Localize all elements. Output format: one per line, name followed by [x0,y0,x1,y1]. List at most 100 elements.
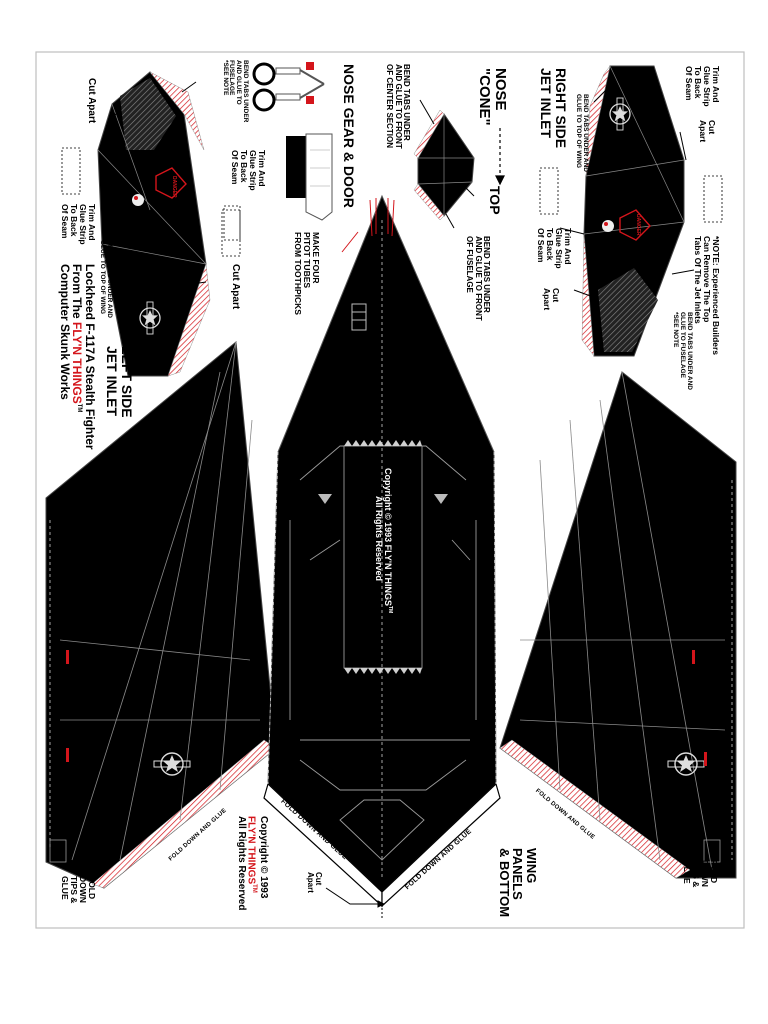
left-jet-inlet-piece [97,71,211,377]
nose-cone-heading-2: "CONE" [476,68,494,126]
right-inlet-heading-2: JET INLET [538,68,555,139]
right-inlet-tab-outlines [539,167,723,223]
bend-tabs-nose-fuselage: BEND TABS UNDER AND GLUE TO FRONT OF FUS… [465,236,491,321]
left-wing-panel [45,341,277,889]
wing-panels-heading-2: PANELS [510,848,526,900]
brand-name: FLY'N THINGS [70,322,85,404]
ltrimb-line-3: To Back [69,204,80,237]
left-bend-tabs-fuselage: BEND TABS UNDER AND GLUE TO FUSELAGE *SE… [221,60,249,123]
bottom-copyright: Copyright © 1993 FLY'N THINGSTM All Righ… [235,816,269,911]
bend-center-line-1: BEND TABS UNDER [402,64,411,141]
wing-red-markings [66,650,707,766]
right-trim-glue-note-top: Trim And Glue Strip To Back Of Seam [684,66,721,107]
ltrimb-line-1: Trim And [87,204,97,241]
left-trim-glue-note-top: Trim And Glue Strip To Back Of Seam [230,150,267,191]
experienced-builders-note: *NOTE: Experienced Builders Can Remove T… [693,236,721,356]
note-line-1: *NOTE: Experienced Builders [711,236,721,356]
right-trim-glue-note-mid: Trim And Glue Strip To Back Of Seam [536,228,573,269]
right-cut-apart-mid: Cut Apart [542,288,561,311]
left-side-jet-inlet-heading: LEFT SIDE JET INLET [104,346,135,418]
left-cut-apart-bottom: Cut Apart [230,264,241,310]
intake-vent-triangles [318,494,448,504]
wing-panels-heading-1: WING [524,848,539,884]
ltrim-line-1: Trim And [257,150,267,187]
center-copyright-tm: TM [387,605,393,614]
left-inlet-tab-outlines [61,147,241,257]
bottom-copyright-line1: Copyright © 1993 [258,816,269,899]
nose-cone-piece [413,109,475,221]
wing-panel-lines [59,341,726,871]
bcut-line-2: Apart [305,872,315,893]
right-fold-down-tips: FOLD DOWN TIPS & GLUE [682,860,719,888]
ltrim-line-2: Glue Strip [248,150,259,191]
right-cut-apart-top: Cut Apart [698,120,717,143]
bend-tabs-center-section: BEND TABS UNDER AND GLUE TO FRONT OF CEN… [385,64,411,149]
rfold-line-3: TIPS & [691,860,702,888]
bend-fuselage-line-1: BEND TABS UNDER AND [686,312,693,390]
trim-line-3: To Back [693,66,704,99]
pitot-line-1: MAKE FOUR [311,232,321,284]
note-line-3: Tabs Of The Jet Inlets [693,236,704,324]
left-danger-label: DANGER [171,176,177,198]
lbend-line-3: FUSELAGE [228,60,236,96]
bend-nose-line-2: AND GLUE TO FRONT [473,236,483,321]
bottom-copyright-tm: TM [251,884,258,893]
left-inlet-heading-1: LEFT SIDE [119,346,135,418]
pitot-line-2: PITOT TUBES [302,232,313,289]
top-label: TOP [487,186,503,215]
bottom-copyright-brand: FLY'N THINGS [246,816,258,885]
lbend-line-1: BEND TABS UNDER [242,60,249,123]
lbendw-line-2: GLUE TO TOP OF WING [99,240,107,315]
right-bend-tabs-fuselage: BEND TABS UNDER AND GLUE TO FUSELAGE *SE… [672,312,693,390]
rfold-line-2: DOWN [700,860,711,887]
right-inlet-heading-1: RIGHT SIDE [553,68,569,149]
lbendw-line-1: BEND TABS UNDER AND [106,240,113,318]
right-bend-tabs-wing: BEND TABS UNDER AND GLUE TO TOP OF WING [574,94,589,172]
left-fold-down-tips: FOLD DOWN TIPS & GLUE [60,876,97,903]
bend-center-line-3: OF CENTER SECTION [385,64,395,149]
bend-fuselage-line-3: *SEE NOTE [672,312,680,348]
wing-panels-heading: WING PANELS & BOTTOM [497,848,539,917]
lbend-line-2: AND GLUE TO [235,60,243,105]
left-cut-apart-top: Cut Apart [86,78,97,124]
fold-lines [49,220,733,880]
rfold-line-4: GLUE [682,860,693,884]
lfold-line-2: DOWN [78,876,89,903]
cut-line-1: Cut [707,120,717,135]
left-inlet-arrows [109,81,207,285]
top-direction-arrow [495,128,505,186]
bend-nose-line-1: BEND TABS UNDER [482,236,491,313]
pitot-tube-marks [369,198,395,237]
nose-gear-wheels [252,62,325,112]
trim-mid-line-1: Trim And [563,228,573,265]
model-title: Lockheed F-117A Stealth Fighter From The… [58,264,97,450]
bottom-copyright-line3: All Rights Reserved [235,816,247,911]
ltrimb-line-4: Of Seam [60,204,71,239]
center-copyright: Copyright © 1993 FLY'N THINGSTM All Righ… [373,468,393,614]
note-line-2: Can Remove The Top [702,236,713,323]
left-bend-tabs-wing: BEND TABS UNDER AND GLUE TO TOP OF WING [98,240,113,318]
pitot-arrow [341,231,359,253]
lfold-line-4: GLUE [60,876,71,900]
cut-line-2: Apart [698,120,709,143]
brand-tm: TM [76,403,83,413]
cut-mid-line-1: Cut [551,288,561,303]
ltrim-line-3: To Back [239,150,250,183]
small-dashed-tabs [223,205,241,241]
right-side-jet-inlet-heading: RIGHT SIDE JET INLET [538,68,569,149]
center-copyright-line2: All Rights Reserved [373,496,384,582]
bend-nose-line-3: OF FUSELAGE [465,236,475,293]
cut-mid-line-2: Apart [542,288,553,311]
right-wing-panel [499,371,737,879]
trim-line-1: Trim And [711,66,721,103]
right-inlet-arrows [559,89,695,299]
right-danger-label: DANGER [635,214,641,236]
trim-line-4: Of Seam [684,66,695,101]
cut-apart-arrow [325,887,386,918]
title-line-1: Lockheed F-117A Stealth Fighter [83,264,97,450]
ltrim-line-4: Of Seam [230,150,241,185]
nose-cone-heading: NOSE "CONE" [476,68,509,126]
title-prefix: From The [70,264,85,323]
